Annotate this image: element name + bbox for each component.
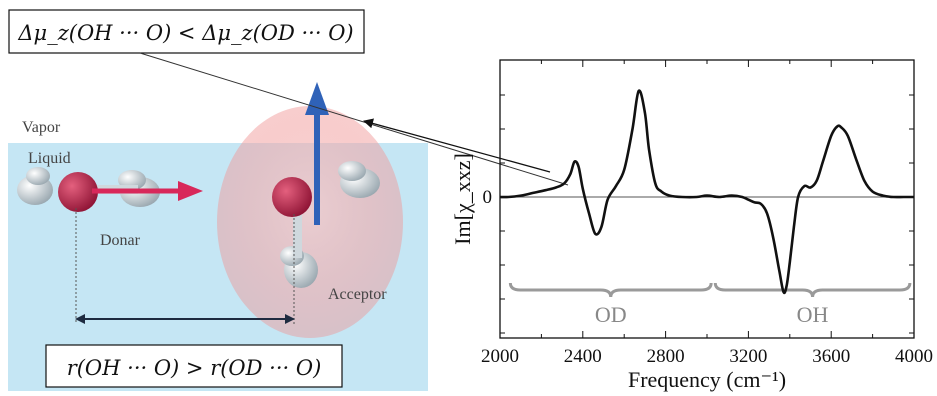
x-axis-title: Frequency (cm⁻¹) (628, 367, 786, 392)
acceptor-dipole-arrowhead (305, 82, 329, 115)
water-interface-illustration: Vapor Liquid Donar Acceptor (8, 82, 428, 391)
axis-ticks (499, 60, 915, 338)
curve-to-acceptor-arrow (363, 118, 551, 173)
x-tick-label: 2800 (647, 346, 685, 367)
y-tick-label: 0 (483, 187, 493, 208)
donar-label: Donar (100, 232, 141, 249)
tick-labels: 2000 2400 2800 3200 3600 4000 0 (481, 187, 933, 367)
acceptor-label: Acceptor (328, 286, 387, 303)
donor-water-molecule (17, 167, 203, 212)
series-line (499, 89, 914, 295)
donor-dipole-arrowhead (178, 181, 203, 201)
vapor-label: Vapor (22, 119, 61, 136)
x-tick-label: 3200 (729, 346, 767, 367)
data-points (499, 90, 915, 293)
region-brace (508, 282, 713, 298)
donor-oxygen-atom (58, 172, 98, 212)
box-to-curve-pointer (139, 52, 569, 186)
acceptor-oh-bond (293, 208, 302, 258)
y-axis-title: Im[χ_xxz] (450, 153, 475, 245)
x-tick-label: 4000 (895, 346, 933, 367)
acceptor-oxygen-atom (272, 177, 312, 217)
x-tick-label: 2000 (481, 346, 519, 367)
region-brace (713, 282, 912, 298)
dipole-formula: Δμ_z(OH ··· O) < Δμ_z(OD ··· O) (17, 21, 353, 45)
region-braces: OD OH (508, 282, 912, 327)
acceptor-hydrogen-atom (338, 161, 366, 181)
distance-formula-box (45, 344, 343, 388)
dipole-formula-box (8, 9, 365, 54)
acceptor-water-molecule (272, 82, 380, 288)
plot-frame (499, 59, 915, 339)
liquid-label: Liquid (28, 150, 71, 167)
region-label: OD (595, 302, 627, 327)
x-tick-label: 3600 (812, 346, 850, 367)
acceptor-dipole-glow (217, 106, 403, 338)
donor-hydrogen-atom (26, 167, 50, 185)
sfg-spectrum-chart: 2000 2400 2800 3200 3600 4000 0 OD OH Frequency… (450, 59, 933, 392)
distance-formula: r(OH ··· O) > r(OD ··· O) (67, 356, 322, 380)
x-tick-label: 2400 (564, 346, 602, 367)
region-label: OH (797, 302, 829, 327)
